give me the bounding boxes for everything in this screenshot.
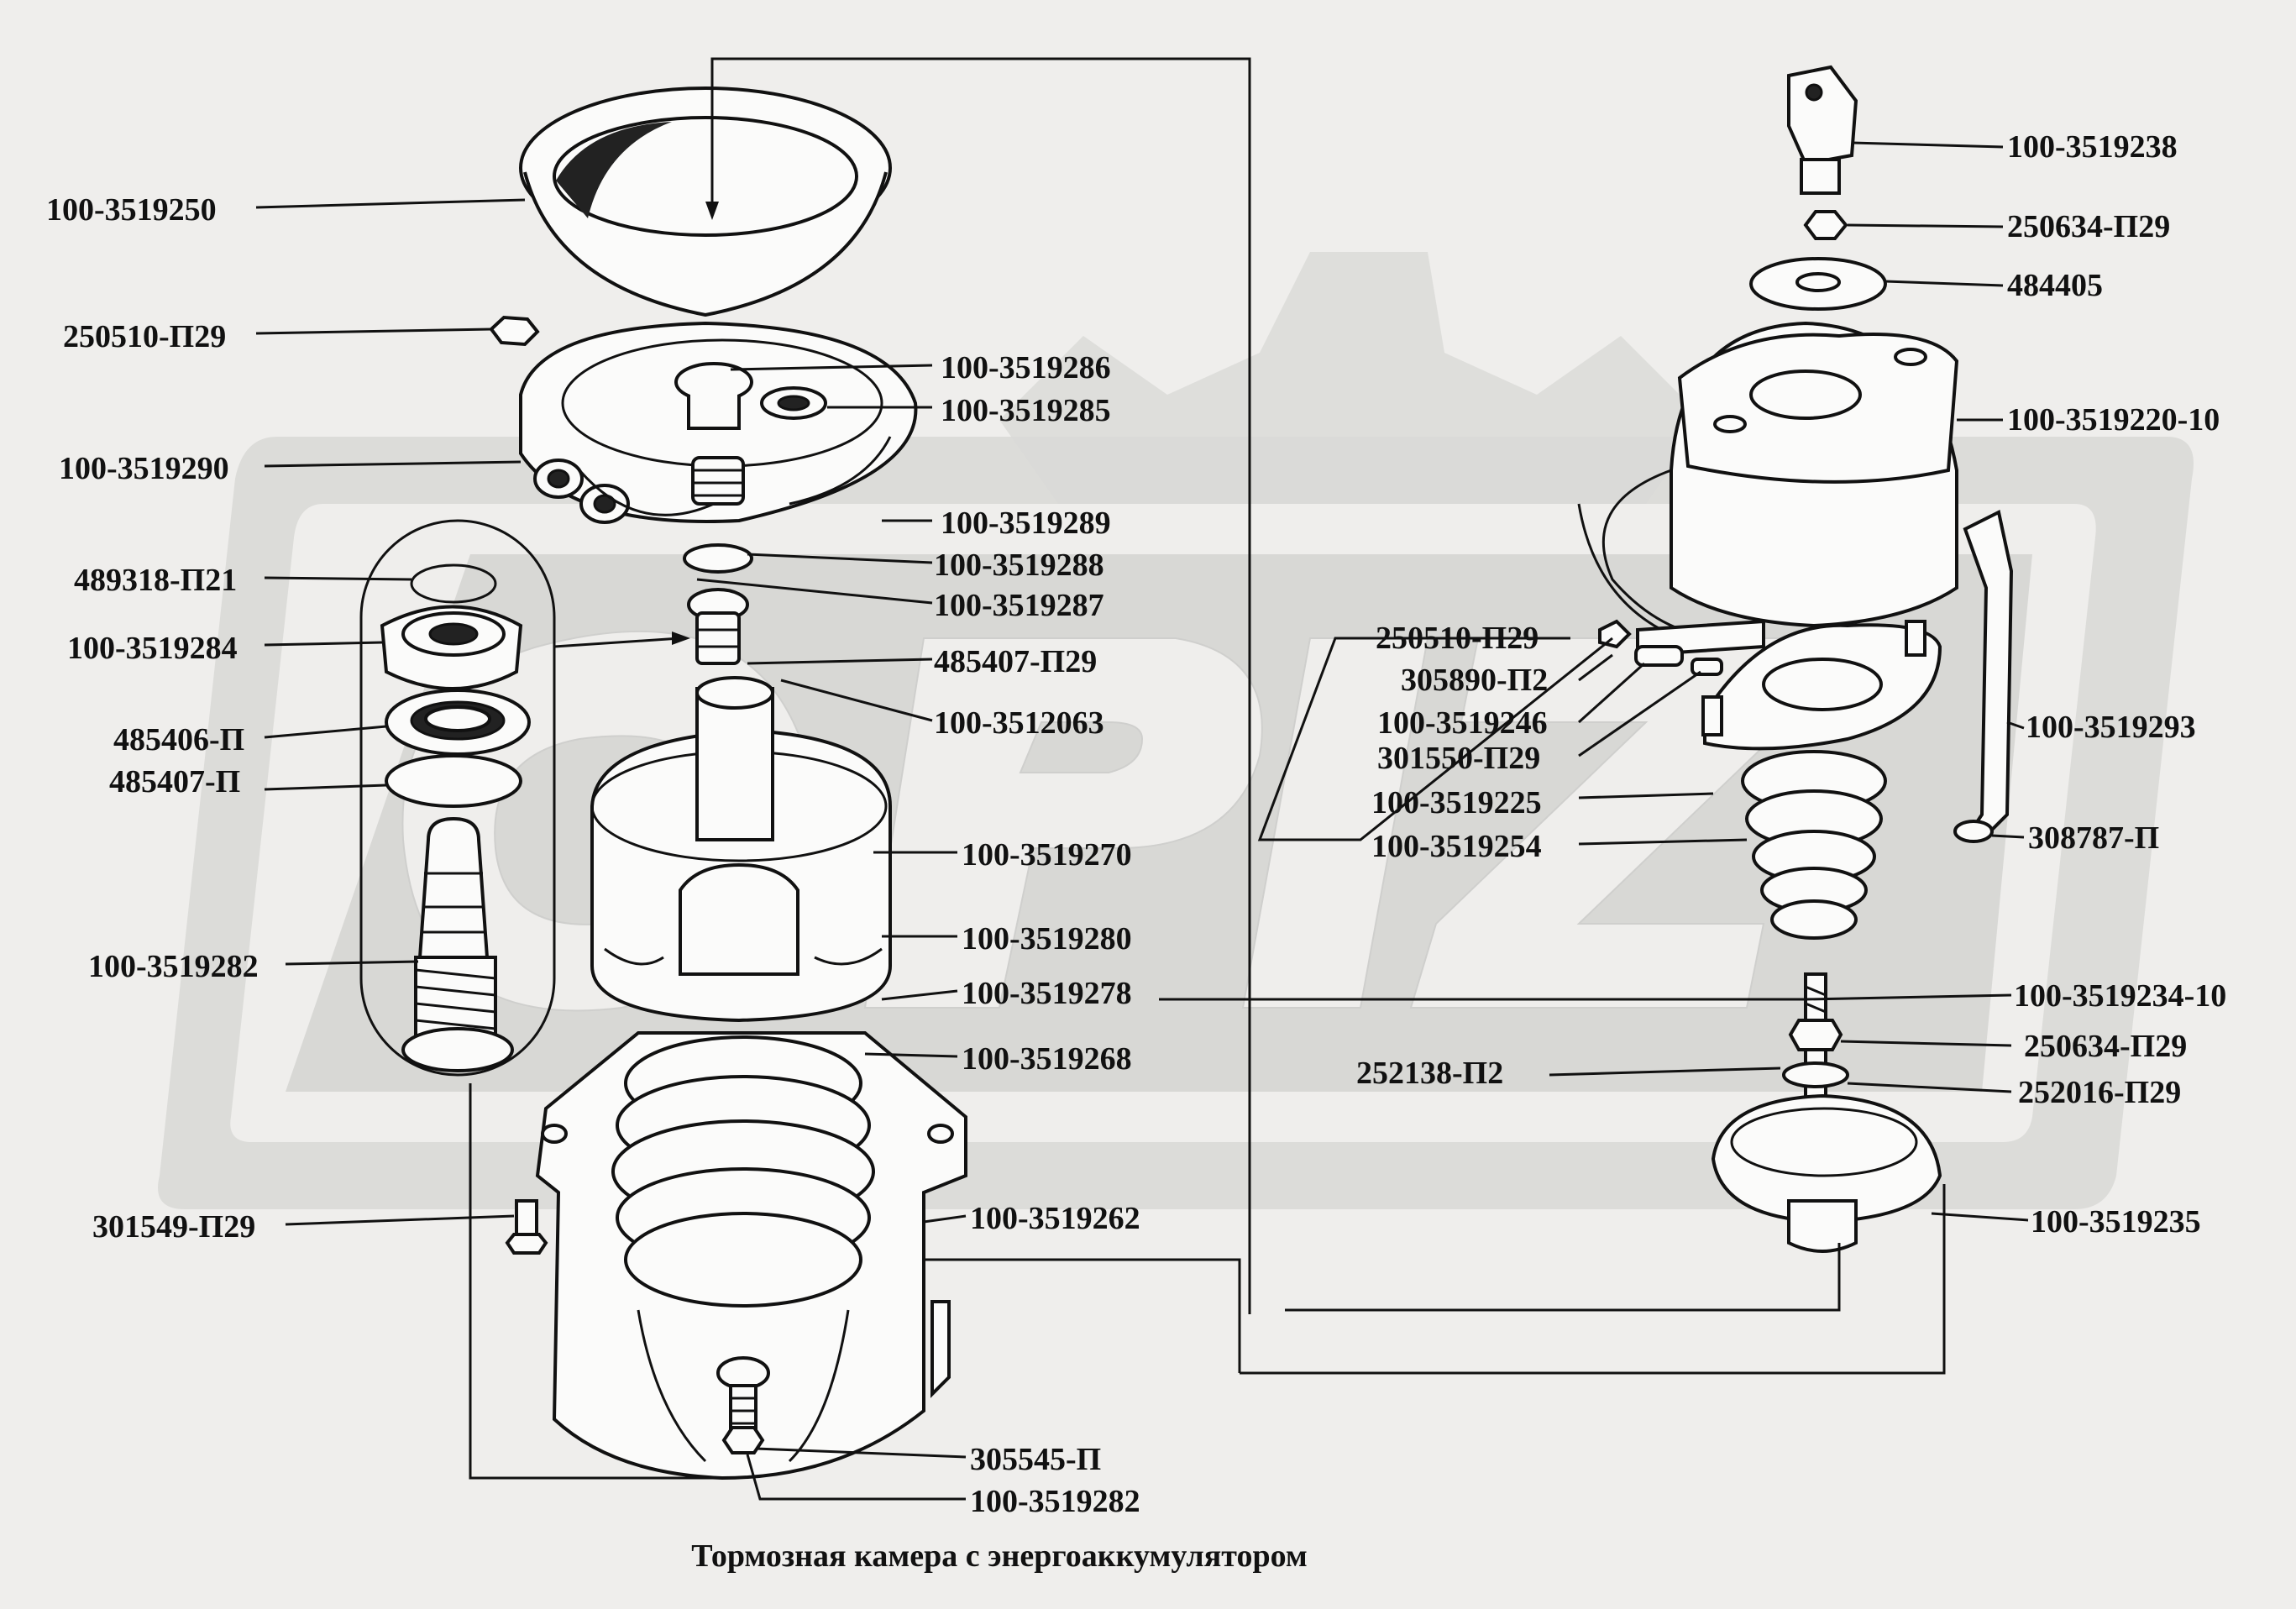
part-label: 485406-П <box>113 722 244 757</box>
clevis-fork <box>1787 65 1858 195</box>
part-label: 252016-П29 <box>2018 1075 2181 1110</box>
part-label: 484405 <box>2007 268 2103 303</box>
part-label: 308787-П <box>2028 820 2159 856</box>
part-label: 100-3519290 <box>59 451 229 486</box>
part-label: 100-3519278 <box>962 976 1132 1011</box>
part-label: 100-3512063 <box>934 705 1104 741</box>
main-housing <box>535 1031 967 1481</box>
mounting-plate <box>1701 620 1942 751</box>
part-label: 100-3519270 <box>962 837 1132 873</box>
part-label: 100-3519268 <box>962 1041 1132 1077</box>
part-label: 100-3519288 <box>934 548 1104 583</box>
part-label: 100-3519282 <box>970 1484 1140 1519</box>
part-label: 100-3519262 <box>970 1201 1140 1236</box>
part-label: 100-3519235 <box>2031 1204 2201 1240</box>
part-label: 250634-П29 <box>2024 1029 2187 1064</box>
part-label: 100-3519289 <box>941 506 1111 541</box>
brake-chamber-cover <box>1601 321 2014 843</box>
part-label: 305890-П2 <box>1401 663 1548 698</box>
part-label: 489318-П21 <box>74 563 237 598</box>
leader-lines <box>255 141 2029 1501</box>
push-rod <box>1711 972 1942 1253</box>
diagram-caption: Тормозная камера с энергоаккумулятором <box>691 1538 1308 1574</box>
part-label: 250510-П29 <box>1376 621 1539 656</box>
part-label: 100-3519246 <box>1377 705 1548 741</box>
part-label: 100-3519234-10 <box>2014 978 2226 1014</box>
assembly-lines <box>469 57 1946 1480</box>
part-label: 100-3519254 <box>1371 829 1542 864</box>
part-label: 100-3519220-10 <box>2007 402 2220 438</box>
bearing-washer <box>385 754 522 808</box>
spring-cylinder <box>590 676 892 1023</box>
part-label: 100-3519280 <box>962 921 1132 956</box>
return-spring <box>1741 750 1887 940</box>
part-label: 250510-П29 <box>63 319 226 354</box>
release-bolt <box>401 816 514 1072</box>
part-label: 100-3519287 <box>934 588 1104 623</box>
clevis-washer <box>1749 257 1887 311</box>
diaphragm-cup <box>519 76 892 317</box>
part-label: 250634-П29 <box>2007 209 2170 244</box>
center-stack <box>683 456 753 665</box>
part-label: 100-3519286 <box>941 350 1111 385</box>
part-label: 100-3519293 <box>2026 710 2196 745</box>
caging-bolt <box>716 1356 770 1454</box>
clevis-nut <box>1803 210 1848 240</box>
part-label: 301549-П29 <box>92 1209 255 1245</box>
retaining-ring <box>410 563 497 604</box>
part-label: 100-3519284 <box>67 631 238 666</box>
part-label: 100-3519238 <box>2007 129 2178 165</box>
set-screw <box>505 1199 548 1255</box>
part-label: 485407-П <box>109 764 240 799</box>
part-label: 100-3519250 <box>46 192 217 228</box>
part-label: 252138-П2 <box>1356 1056 1503 1091</box>
part-label: 485407-П29 <box>934 644 1097 679</box>
nut-left <box>489 315 540 347</box>
subassembly-frame <box>359 519 556 1077</box>
part-label: 100-3519225 <box>1371 785 1542 820</box>
adjust-nut <box>380 605 523 690</box>
part-label: 100-3519285 <box>941 393 1111 428</box>
piston-head <box>674 362 827 430</box>
part-labels: 100-3519250 250510-П29 100-3519286 100-3… <box>46 129 2226 1574</box>
clamp-band <box>1577 503 1765 676</box>
thrust-bearing <box>385 689 531 756</box>
part-label: 305545-П <box>970 1442 1101 1477</box>
part-label: 100-3519282 <box>88 949 259 984</box>
arrow-bearing <box>553 637 681 648</box>
part-label: 301550-П29 <box>1377 741 1540 776</box>
